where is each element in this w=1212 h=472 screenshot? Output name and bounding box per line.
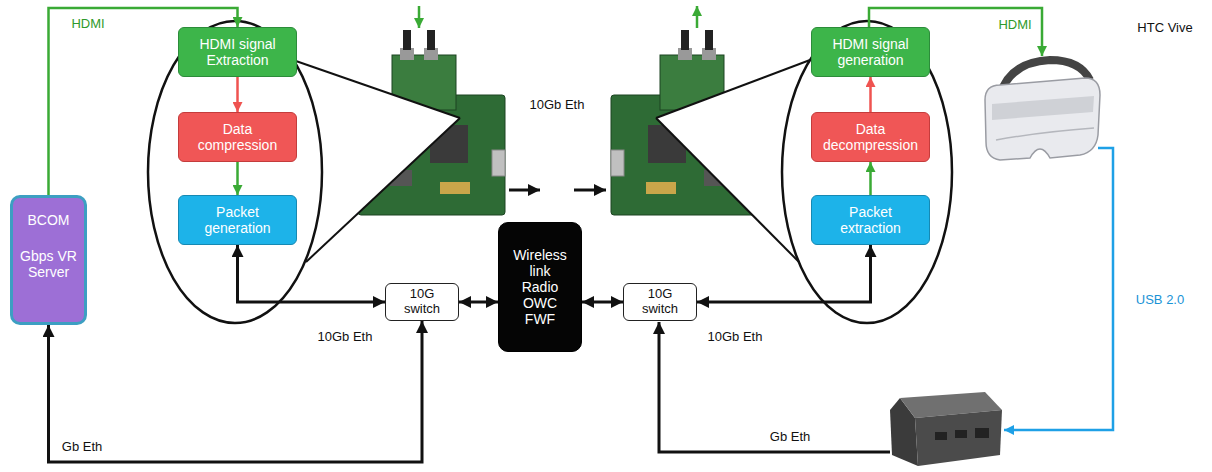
eth-arrow [509,189,540,192]
node-text: Data decompression [818,121,923,153]
process-box: Packet extraction [811,195,930,245]
node-text: BCOM [28,212,70,228]
node-text: Wireless link Radio OWC FWF [511,247,569,327]
chip [440,182,470,194]
line-label: 10Gb Eth [316,330,375,344]
hdmi-cable [403,30,411,50]
node-text: 10G switch [390,287,454,317]
node-text: HDMI signal generation [818,36,923,68]
hdmi-cable [681,30,689,50]
line-label: Gb Eth [768,430,812,444]
node-text: Data compression [185,121,290,153]
sfp-cage [611,150,624,176]
line-label: HDMI [69,17,106,31]
line-label: 10Gb Eth [706,330,765,344]
server-box: BCOM Gbps VR Server [10,195,87,325]
node-text: Packet extraction [818,204,923,236]
sfp-cage [492,150,505,176]
zoom-ellipse [148,21,322,323]
hdmi-cable [427,30,435,50]
connector-arrow [236,162,239,195]
hdmi-cable [705,30,713,50]
connector-arrow [869,162,872,195]
connector-arrow [697,245,871,302]
zoom-wedge [293,60,460,262]
eth-wire [659,322,890,452]
adapter-port [975,428,989,438]
connector-arrow [459,301,498,304]
zoom-wedge [656,60,810,262]
connector-arrow [236,77,239,112]
zoom-line [306,118,460,262]
line-label: Gb Eth [60,440,104,454]
adapter-port [955,430,967,438]
eth-arrow [574,189,606,192]
switch-box: 10G switch [385,283,459,321]
usb-wire [1004,148,1113,430]
usb-ethernet-adapter [890,392,1002,466]
connector-arrow [49,321,423,462]
line-label: 10Gb Eth [528,98,587,112]
process-box: Data decompression [811,112,930,162]
process-box: Packet generation [178,195,297,245]
chip [646,182,676,194]
node-text: Gbps VR Server [19,248,78,280]
wireless-box: Wireless link Radio OWC FWF [498,222,582,352]
hdmi-arrow [696,6,699,28]
zoom-line [293,60,460,118]
adapter-front [915,410,1002,466]
adapter-port [935,432,947,440]
vr-headset [985,60,1100,160]
connector-arrow [582,301,623,304]
process-box: HDMI signal Extraction [178,27,297,77]
headset-body [985,78,1100,160]
connector-arrow [869,77,872,112]
line-label: HTC Vive [1135,21,1194,35]
zoom-line [656,118,799,262]
hdmi-arrow [418,6,421,28]
line-label: HDMI [996,18,1033,32]
zoom-ellipse [782,21,952,323]
switch-box: 10G switch [623,283,697,321]
node-text: Packet generation [185,204,290,236]
node-text: HDMI signal Extraction [185,36,290,68]
zoom-line [656,60,810,118]
process-box: Data compression [178,112,297,162]
headset-band [992,96,1094,120]
line-label: USB 2.0 [1134,293,1186,307]
node-text: 10G switch [628,287,692,317]
headset-edge [996,128,1094,140]
process-box: HDMI signal generation [811,27,930,77]
connector-arrow [238,245,386,302]
